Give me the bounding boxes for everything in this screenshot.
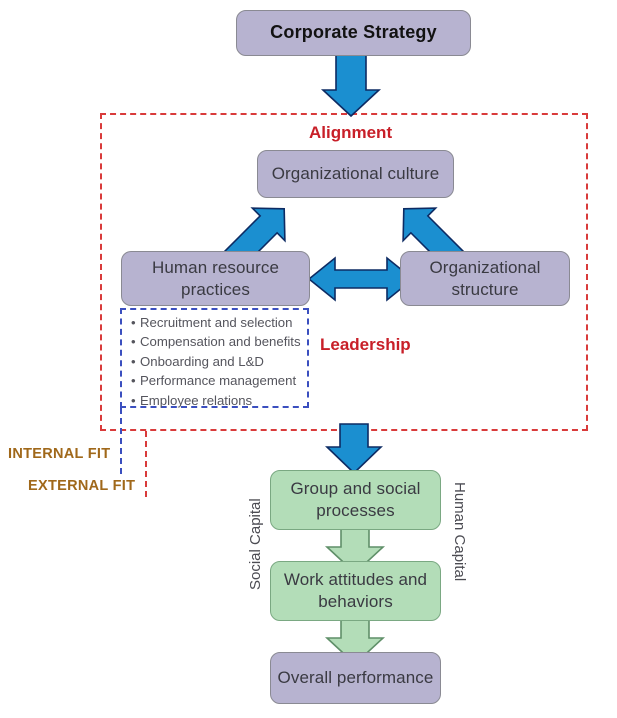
list-item: •Onboarding and L&D bbox=[129, 352, 301, 371]
node-human-resource-practices[interactable]: Human resource practices bbox=[121, 251, 310, 306]
label-internal-fit: INTERNAL FIT bbox=[8, 446, 111, 462]
hr-practices-bullet-list: •Recruitment and selection •Compensation… bbox=[129, 313, 301, 410]
list-item: •Compensation and benefits bbox=[129, 332, 301, 351]
internal-fit-leader-line bbox=[120, 408, 122, 474]
node-group-and-social-processes-label: Group and social processes bbox=[290, 479, 421, 520]
list-item-label: Onboarding and L&D bbox=[140, 353, 264, 369]
internal-fit-dashed-region bbox=[120, 308, 309, 408]
node-organizational-structure[interactable]: Organizational structure bbox=[400, 251, 570, 306]
node-work-attitudes-and-behaviors-label: Work attitudes and behaviors bbox=[283, 570, 428, 611]
node-corporate-strategy[interactable]: Corporate Strategy bbox=[236, 10, 471, 56]
list-item: •Employee relations bbox=[129, 391, 301, 410]
label-external-fit: EXTERNAL FIT bbox=[28, 478, 136, 494]
arrow-strategy-to-alignment bbox=[320, 54, 382, 118]
list-item: •Performance management bbox=[129, 371, 301, 390]
node-overall-performance[interactable]: Overall performance bbox=[270, 652, 441, 704]
external-fit-leader-line bbox=[145, 431, 147, 497]
node-organizational-structure-label: Organizational structure bbox=[429, 257, 541, 299]
node-human-resource-practices-label: Human resource practices bbox=[151, 257, 280, 299]
list-item: •Recruitment and selection bbox=[129, 313, 301, 332]
list-item-label: Compensation and benefits bbox=[140, 334, 301, 350]
label-alignment: Alignment bbox=[309, 123, 393, 142]
arrow-alignment-to-group bbox=[325, 423, 383, 475]
node-organizational-culture[interactable]: Organizational culture bbox=[257, 150, 454, 198]
node-group-and-social-processes[interactable]: Group and social processes bbox=[270, 470, 441, 530]
list-item-label: Performance management bbox=[140, 373, 297, 389]
list-item-label: Employee relations bbox=[140, 392, 253, 408]
label-human-capital: Human Capital bbox=[451, 482, 468, 582]
node-work-attitudes-and-behaviors[interactable]: Work attitudes and behaviors bbox=[270, 561, 441, 621]
label-leadership: Leadership bbox=[320, 335, 411, 354]
node-corporate-strategy-label: Corporate Strategy bbox=[270, 22, 437, 43]
node-organizational-culture-label: Organizational culture bbox=[271, 164, 440, 184]
label-social-capital: Social Capital bbox=[247, 498, 264, 590]
list-item-label: Recruitment and selection bbox=[140, 315, 293, 330]
node-overall-performance-label: Overall performance bbox=[277, 668, 434, 688]
